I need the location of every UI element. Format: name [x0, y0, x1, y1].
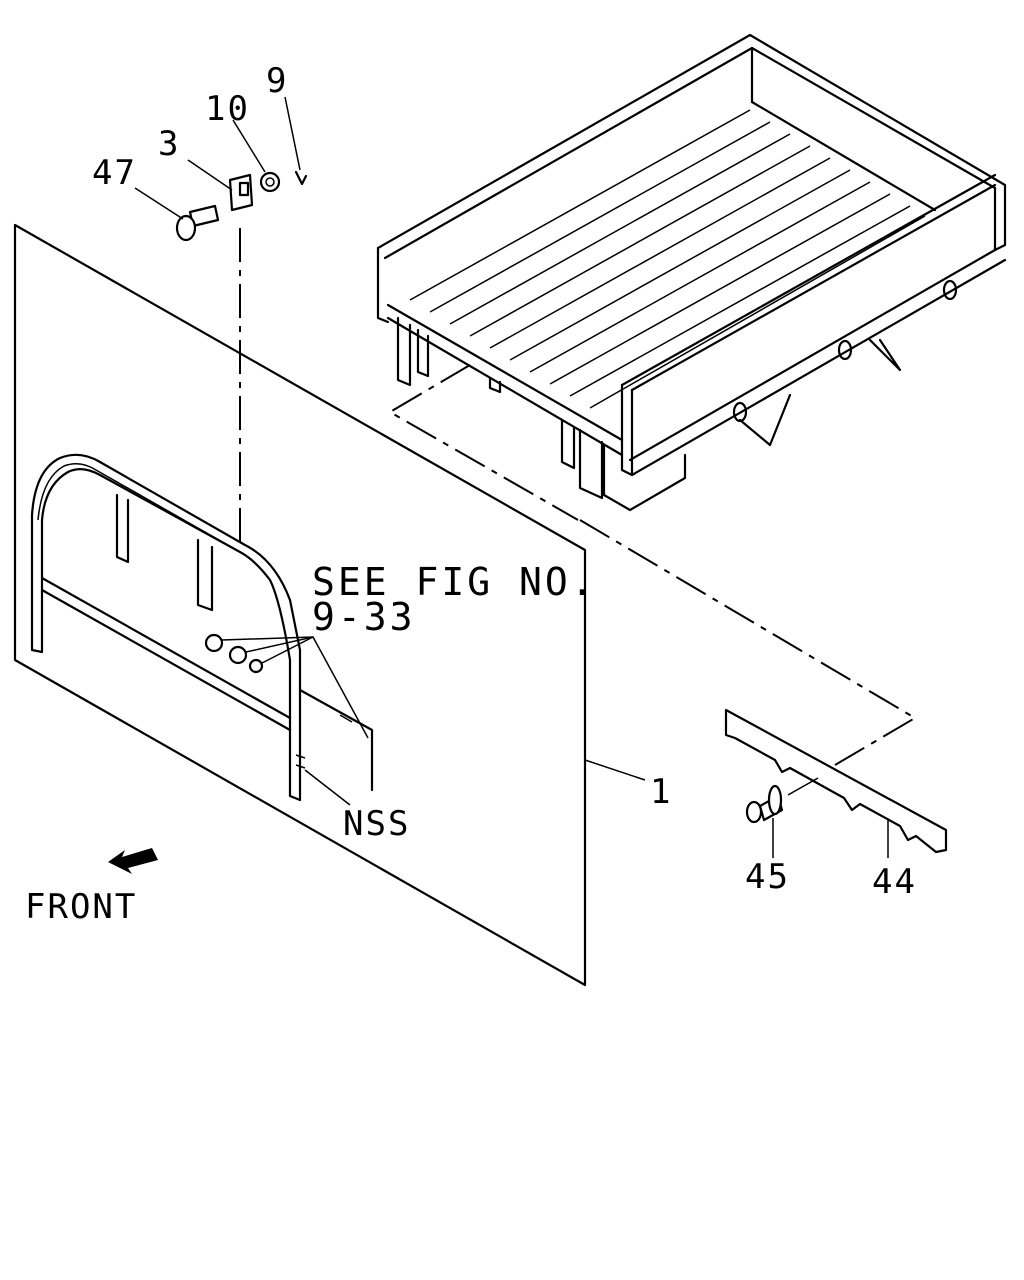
see-fig-line1: SEE FIG NO.	[312, 560, 597, 604]
front-label: FRONT	[25, 887, 137, 927]
callout-9: 9	[266, 61, 288, 101]
nss-label: NSS	[343, 804, 410, 844]
callout-1: 1	[650, 772, 672, 812]
cargo-bed-illustration	[376, 33, 1007, 521]
bracket-3-icon	[228, 173, 254, 212]
headboard-frame	[30, 453, 374, 806]
callout-3: 3	[158, 124, 180, 164]
bolt-45-icon	[745, 784, 784, 824]
strip-44-icon	[724, 708, 948, 854]
callout-10: 10	[205, 89, 250, 129]
bolt-47-icon	[175, 204, 220, 242]
pin-9-icon	[294, 170, 308, 186]
see-fig-line2: 9-33	[312, 595, 416, 639]
headboard-inset-panel	[13, 223, 917, 987]
callout-47: 47	[92, 153, 137, 193]
callout-45: 45	[745, 857, 790, 897]
front-arrow-icon	[108, 848, 158, 874]
nut-10-icon	[259, 171, 281, 193]
callout-44: 44	[872, 862, 917, 902]
